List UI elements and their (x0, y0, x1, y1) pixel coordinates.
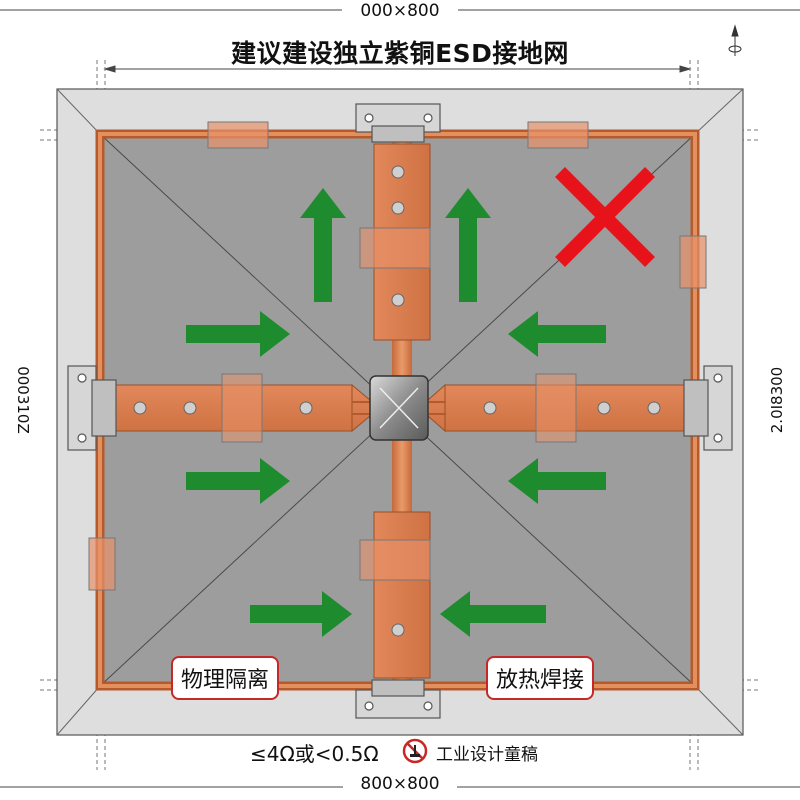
dimension-top: 000×800 (360, 1, 440, 21)
busbar-top (359, 143, 431, 341)
label-physical-isolation: 物理隔离 (171, 656, 280, 700)
arrow-left-icon-1 (508, 311, 606, 357)
resistance-spec: ≤4Ω或<0.5Ω (250, 742, 379, 766)
busbar-right (427, 373, 686, 443)
no-sign-icon (402, 738, 428, 764)
busbar-left (111, 373, 371, 443)
arrow-up-icon-right (445, 188, 491, 302)
arrow-right-icon-1 (186, 311, 290, 357)
ring-clips (88, 121, 707, 591)
label-exothermic-welding: 放热焊接 (486, 656, 595, 700)
arrow-up-icon-left (300, 188, 346, 302)
dimension-right: 2.0I8300 (768, 366, 786, 434)
north-marker-icon (728, 24, 742, 56)
arrow-right-icon-2 (186, 458, 290, 504)
edge-clamps (67, 103, 733, 719)
arrow-left-icon-3 (440, 591, 546, 637)
busbar-bottom (359, 511, 431, 679)
arrow-left-icon-2 (508, 458, 606, 504)
page-title: 建议建设独立紫铜ESD接地网 (231, 39, 569, 68)
dimension-bottom: 800×800 (360, 774, 440, 794)
arrow-right-icon-3 (250, 591, 352, 637)
stamp-label: 工业设计童稿 (436, 745, 538, 765)
red-x-icon (555, 167, 655, 267)
cross-connector-icon (369, 375, 429, 441)
dimension-left: 000310Z (14, 366, 32, 434)
